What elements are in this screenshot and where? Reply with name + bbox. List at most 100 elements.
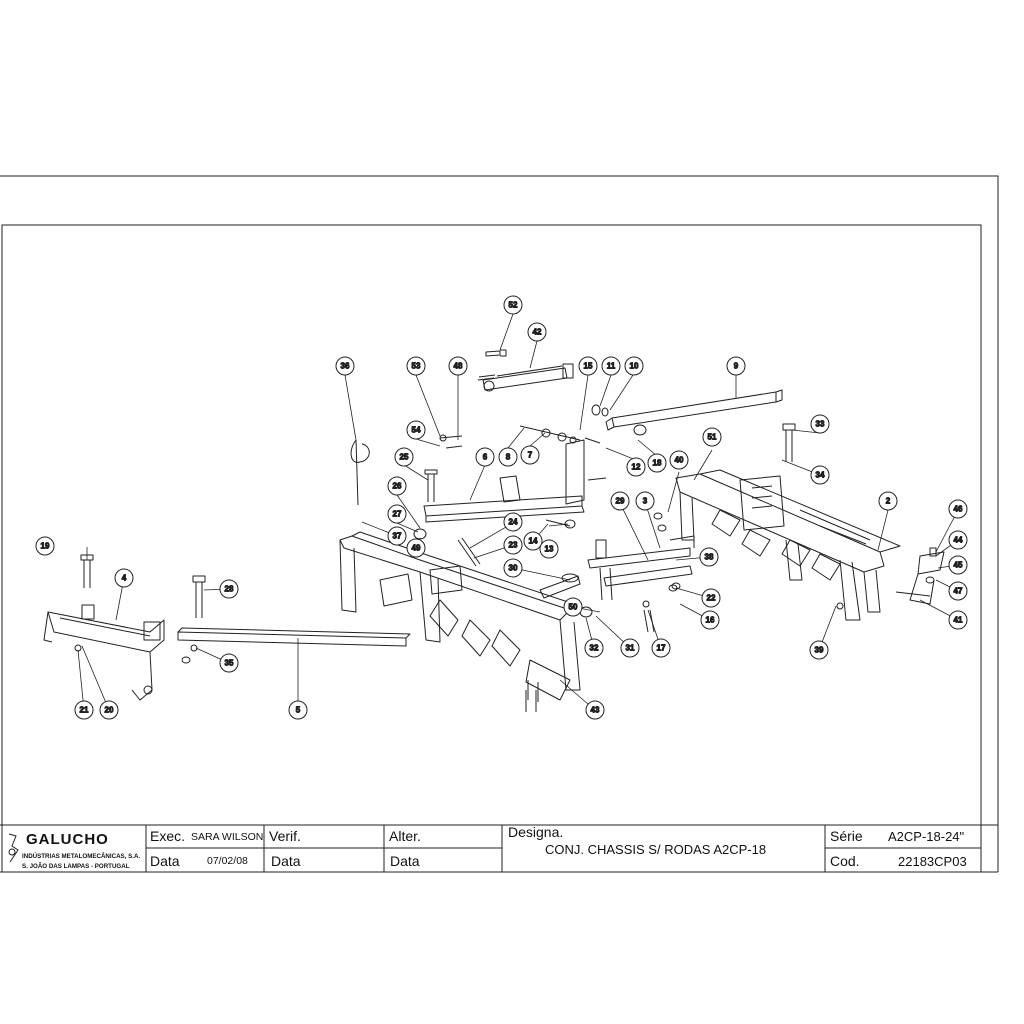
flat-bar-5 bbox=[177, 627, 411, 647]
callout: 4 bbox=[114, 568, 134, 588]
verif-label: Verif. bbox=[269, 828, 301, 844]
callout: 22 bbox=[701, 588, 721, 608]
callout: 30 bbox=[503, 558, 523, 578]
main-frame-right bbox=[675, 469, 901, 621]
callout-number: 24 bbox=[509, 518, 518, 527]
callout: 27 bbox=[387, 504, 407, 524]
exec-label: Exec. bbox=[150, 828, 186, 844]
callout: 17 bbox=[651, 638, 671, 658]
callout: 23 bbox=[503, 535, 523, 555]
bushing-10 bbox=[601, 407, 609, 417]
callout: 6 bbox=[475, 447, 495, 467]
callout-number: 38 bbox=[705, 553, 714, 562]
callout-number: 40 bbox=[675, 456, 684, 465]
callout-number: 46 bbox=[954, 505, 963, 514]
callout: 50 bbox=[563, 597, 583, 617]
callout: 34 bbox=[810, 465, 830, 485]
callout: 28 bbox=[219, 579, 239, 599]
long-bar-9 bbox=[605, 389, 783, 436]
callout-number: 35 bbox=[225, 659, 234, 668]
callout: 16 bbox=[700, 610, 720, 630]
callout: 25 bbox=[394, 447, 414, 467]
callout-number: 28 bbox=[225, 585, 234, 594]
callout-number: 10 bbox=[630, 362, 639, 371]
exec-value: SARA WILSON bbox=[191, 831, 264, 843]
pin-19 bbox=[80, 554, 94, 588]
pin-25 bbox=[424, 469, 438, 502]
callout-number: 2 bbox=[886, 497, 891, 506]
callout: 18 bbox=[647, 453, 667, 473]
date-value: 07/02/08 bbox=[207, 855, 248, 867]
callout-number: 52 bbox=[509, 301, 518, 310]
callout-number: 30 bbox=[509, 564, 518, 573]
company-logo-icon bbox=[8, 833, 19, 863]
callout: 43 bbox=[585, 700, 605, 720]
callout: 31 bbox=[620, 638, 640, 658]
title-block-grid bbox=[0, 824, 998, 873]
callout-number: 47 bbox=[954, 587, 963, 596]
main-frame-left bbox=[339, 531, 581, 702]
date-label: Data bbox=[150, 853, 180, 869]
callout: 15 bbox=[578, 356, 598, 376]
callout-number: 29 bbox=[616, 497, 625, 506]
callout: 48 bbox=[448, 356, 468, 376]
callout: 42 bbox=[527, 322, 547, 342]
designation-value: CONJ. CHASSIS S/ RODAS A2CP-18 bbox=[545, 842, 767, 857]
pin-28 bbox=[192, 575, 206, 618]
callout-number: 42 bbox=[533, 328, 542, 337]
callout-number: 19 bbox=[41, 542, 50, 551]
hydraulic-cylinder bbox=[477, 349, 574, 392]
callout-number: 6 bbox=[483, 453, 488, 462]
callout-number: 12 bbox=[632, 463, 641, 472]
designation-label: Designa. bbox=[508, 824, 564, 840]
callout-number: 17 bbox=[657, 644, 666, 653]
callout: 24 bbox=[503, 512, 523, 532]
leader-lines bbox=[77, 313, 959, 711]
callout-number: 5 bbox=[296, 706, 301, 715]
part-callouts: 52 42 36 53 48 15 11 10 9 54 8 7 12 18 4… bbox=[35, 295, 968, 720]
callout-number: 45 bbox=[954, 561, 963, 570]
callout: 54 bbox=[406, 420, 426, 440]
callout: 38 bbox=[699, 547, 719, 567]
callout-number: 43 bbox=[591, 706, 600, 715]
callout-number: 33 bbox=[816, 420, 825, 429]
callout-number: 9 bbox=[734, 362, 739, 371]
callout: 12 bbox=[626, 457, 646, 477]
callout-number: 22 bbox=[707, 594, 716, 603]
company-line-1: INDÚSTRIAS METALOMECÂNICAS, S.A. bbox=[22, 853, 141, 860]
callout: 47 bbox=[948, 581, 968, 601]
callout-number: 7 bbox=[528, 451, 533, 460]
callout: 3 bbox=[635, 491, 655, 511]
callout: 8 bbox=[498, 447, 518, 467]
callout: 46 bbox=[948, 499, 968, 519]
callout-number: 21 bbox=[80, 706, 89, 715]
callout-number: 25 bbox=[400, 453, 409, 462]
callout-number: 48 bbox=[454, 362, 463, 371]
callout-number: 31 bbox=[626, 644, 635, 653]
part-drawings bbox=[43, 349, 945, 712]
callout-number: 15 bbox=[584, 362, 593, 371]
callout: 5 bbox=[288, 700, 308, 720]
callout: 53 bbox=[406, 356, 426, 376]
callout: 33 bbox=[810, 414, 830, 434]
callout-number: 32 bbox=[590, 644, 599, 653]
verif-date-label: Data bbox=[271, 853, 301, 869]
callout-number: 49 bbox=[412, 544, 421, 553]
tine-41 bbox=[895, 547, 945, 605]
company-line-2: S. JOÃO DAS LAMPAS - PORTUGAL bbox=[22, 863, 130, 870]
callout: 36 bbox=[335, 356, 355, 376]
callout: 13 bbox=[539, 539, 559, 559]
callout-number: 54 bbox=[412, 426, 421, 435]
callout: 35 bbox=[219, 653, 239, 673]
callout-number: 27 bbox=[393, 510, 402, 519]
callout: 41 bbox=[948, 610, 968, 630]
callout-number: 34 bbox=[816, 471, 825, 480]
callout: 52 bbox=[503, 295, 523, 315]
pin-33 bbox=[782, 423, 796, 462]
code-label: Cod. bbox=[830, 853, 860, 869]
code-value: 22183CP03 bbox=[898, 854, 967, 869]
callout-number: 37 bbox=[393, 532, 402, 541]
alter-date-label: Data bbox=[390, 853, 420, 869]
callout: 10 bbox=[624, 356, 644, 376]
